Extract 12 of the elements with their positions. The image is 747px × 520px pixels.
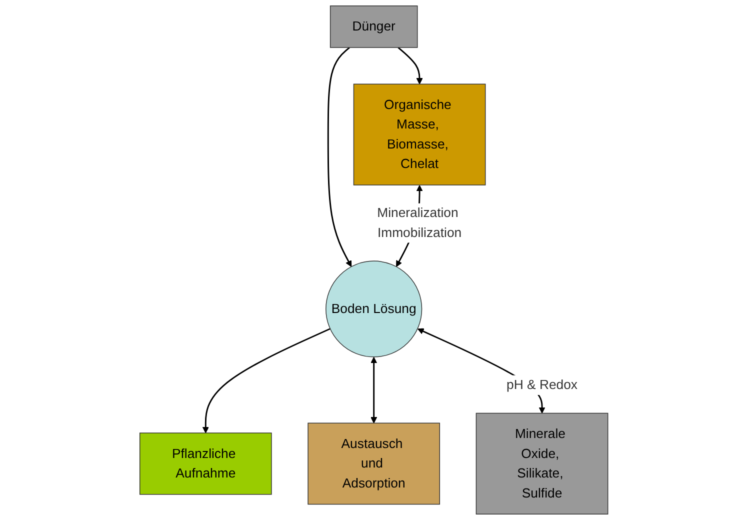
node-box: Organische Masse, Biomasse, Chelat <box>353 84 486 186</box>
arrow <box>202 328 330 434</box>
edge-label: pH & Redox <box>506 377 578 392</box>
node-box: Austausch und Adsorption <box>307 422 440 505</box>
arrow <box>327 46 352 267</box>
edge-label: Mineralization Immobilization <box>376 205 462 240</box>
node-box: Minerale Oxide, Silikate, Sulfide <box>476 412 608 514</box>
node-box: Pflanzliche Aufnahme <box>139 432 272 495</box>
arrow <box>370 356 377 424</box>
node-circle: Boden Lösung <box>325 260 422 358</box>
arrow <box>397 46 422 84</box>
node-box: Dünger <box>330 5 418 48</box>
